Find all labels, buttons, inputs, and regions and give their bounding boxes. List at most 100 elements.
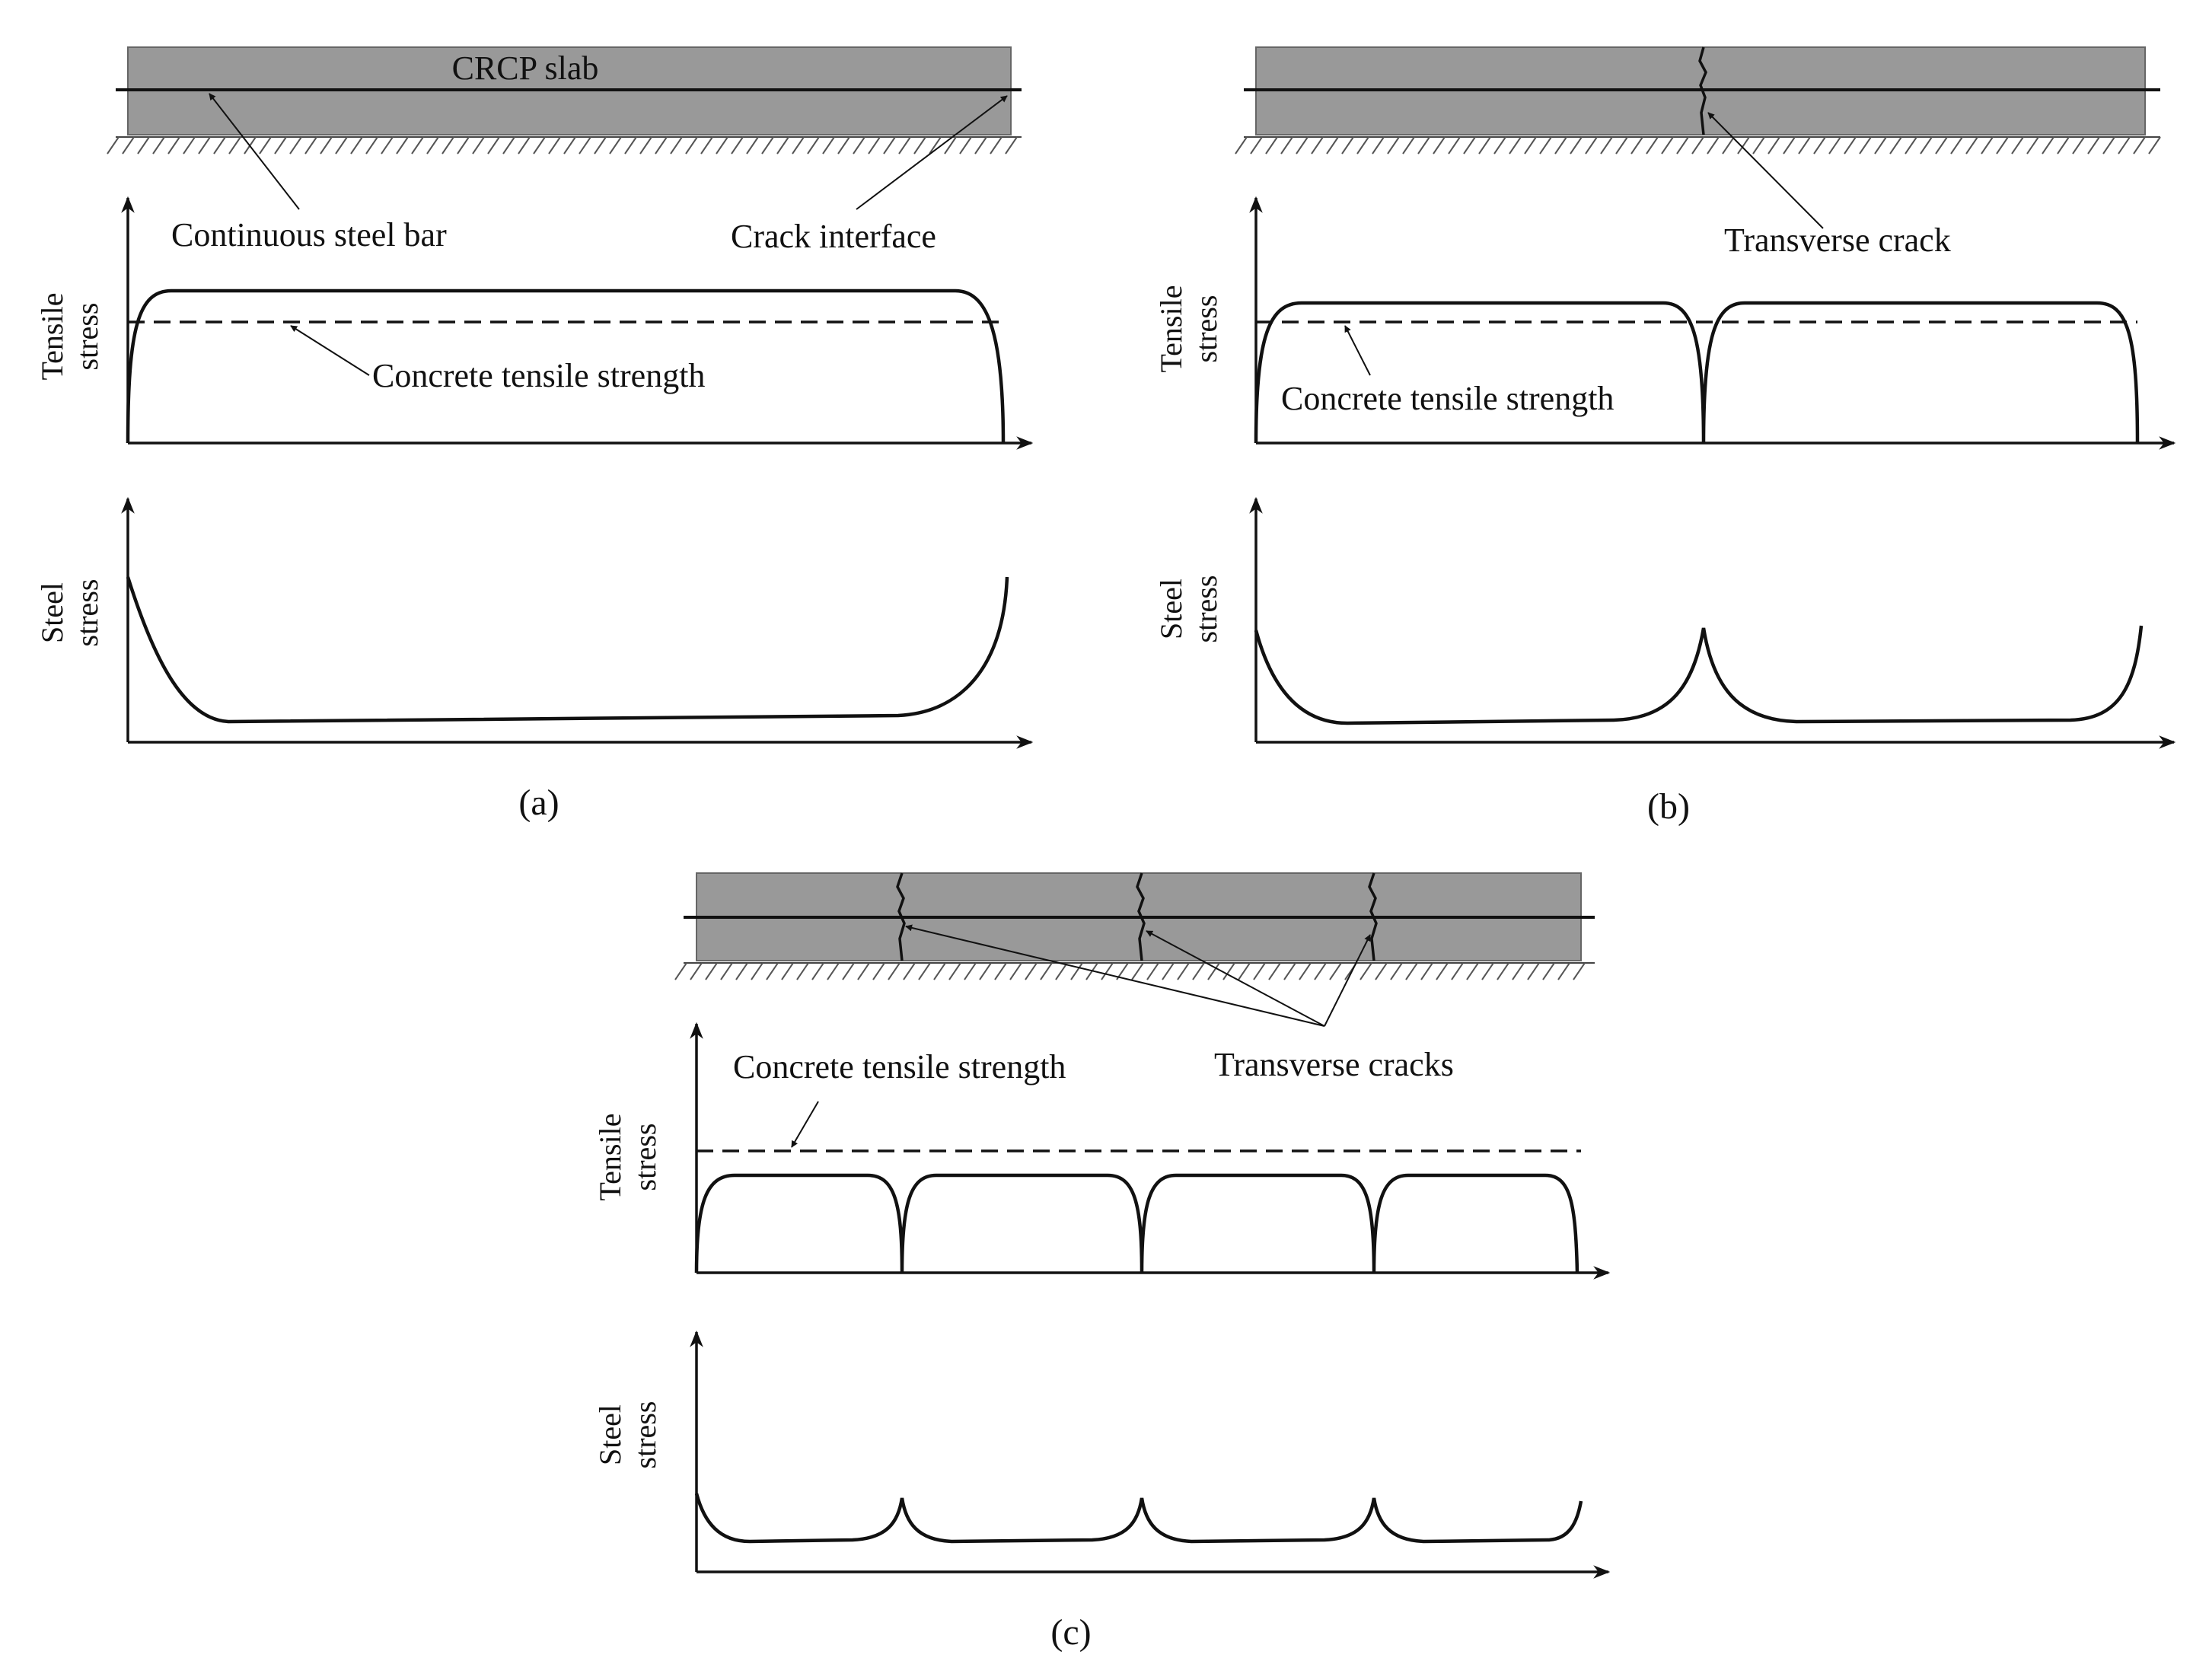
hatch-stroke [1539,136,1552,155]
strength-label: Concrete tensile strength [1281,380,1614,417]
hatch-stroke [1844,136,1857,155]
crack-interface-leader [856,95,1008,210]
hatch-stroke [107,136,120,155]
hatch-stroke [1417,136,1430,155]
hatch-stroke [1436,962,1449,980]
slab-b [1235,46,2161,155]
steel-axis-label-line2: stress [70,579,104,647]
tensile-chart-a: Tensile stress Concrete tensile strength [35,196,1034,450]
hatch-stroke [1265,136,1278,155]
hatch-stroke [746,136,759,155]
hatch-stroke [1451,962,1464,980]
hatch-stroke [441,136,454,155]
hatch-stroke [1996,136,2009,155]
hatch-stroke [853,136,865,155]
cracks-label: Transverse cracks [1214,1046,1454,1083]
hatch-stroke [1055,962,1068,980]
slab-label: CRCP slab [452,49,599,87]
hatch-stroke [1783,136,1796,155]
steel-stress-curve [1254,625,2144,725]
panel-a: CRCP slab Continuous steel bar Crack int… [35,46,1034,823]
hatch-stroke [2026,136,2039,155]
hatch-stroke [1238,962,1251,980]
hatch-stroke [1707,136,1720,155]
hatch-stroke [502,136,515,155]
hatch-stroke [1296,136,1309,155]
hatch-stroke [533,136,546,155]
hatch-stroke [1207,962,1220,980]
hatch-stroke [1009,962,1022,980]
hatch-stroke [198,136,211,155]
hatch-stroke [979,962,992,980]
hatch-stroke [933,962,946,980]
panel-b: Transverse crack Tensile stress Concrete… [1154,46,2176,827]
hatch-stroke [1478,136,1491,155]
hatch-stroke [1512,962,1525,980]
hatch-stroke [1420,962,1433,980]
hatch-stroke [705,962,718,980]
hatch-stroke [827,962,840,980]
tensile-axis-label-line1: Tensile [1154,285,1188,373]
hatch-stroke [1372,136,1385,155]
subgrade-hatch [674,962,1595,980]
hatch-stroke [289,136,302,155]
hatch-stroke [964,962,977,980]
hatch-stroke [2087,136,2100,155]
hatch-stroke [1542,962,1555,980]
hatch-stroke [2118,136,2131,155]
hatch-stroke [1950,136,1963,155]
steel-chart-c: Steel stress [593,1330,1611,1579]
hatch-stroke [1433,136,1446,155]
hatch-stroke [1463,136,1476,155]
hatch-stroke [1192,962,1205,980]
hatch-stroke [1329,962,1342,980]
hatch-stroke [1162,962,1175,980]
hatch-stroke [122,136,135,155]
hatch-stroke [1768,136,1780,155]
caption-a: (a) [518,783,559,823]
hatch-stroke [868,136,881,155]
hatch-stroke [304,136,317,155]
hatch-stroke [959,136,972,155]
hatch-stroke [2011,136,2024,155]
hatch-stroke [1387,136,1400,155]
hatch-stroke [1661,136,1674,155]
caption-b: (b) [1647,786,1690,827]
hatch-stroke [152,136,165,155]
tensile-axis-label-line1: Tensile [35,293,69,381]
hatch-stroke [792,136,805,155]
hatch-stroke [1935,136,1948,155]
hatch-stroke [1646,136,1659,155]
hatch-stroke [183,136,196,155]
hatch-stroke [548,136,561,155]
crack-label: Transverse crack [1724,222,1951,259]
hatch-stroke [1375,962,1388,980]
hatch-stroke [883,136,896,155]
hatch-stroke [1752,136,1765,155]
hatch-stroke [1600,136,1613,155]
hatch-stroke [1326,136,1339,155]
steel-axis-label-line2: stress [628,1401,662,1469]
hatch-stroke [1177,962,1190,980]
hatch-stroke [898,136,911,155]
slab-a: CRCP slab [107,46,1022,155]
cracks-leader-3 [1324,934,1371,1027]
hatch-stroke [457,136,470,155]
hatch-stroke [872,962,885,980]
hatch-stroke [1828,136,1841,155]
transverse-crack-1 [896,872,906,961]
transverse-crack-3 [1368,872,1378,961]
tensile-axis-label-line2: stress [1189,295,1223,363]
hatch-stroke [948,962,961,980]
crack-leader [1707,112,1824,229]
hatch-stroke [1101,962,1114,980]
strength-leader [791,1101,819,1148]
hatch-stroke [913,136,926,155]
tensile-axis-label-line2: stress [628,1124,662,1191]
hatch-stroke [944,136,957,155]
steel-chart-b: Steel stress [1154,496,2176,749]
hatch-stroke [2102,136,2115,155]
hatch-stroke [1025,962,1038,980]
hatch-stroke [426,136,439,155]
